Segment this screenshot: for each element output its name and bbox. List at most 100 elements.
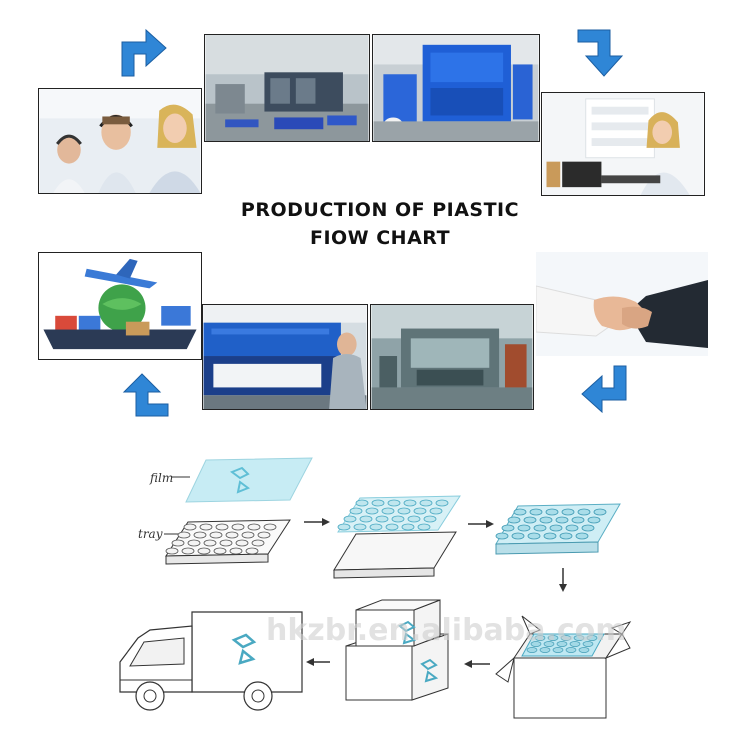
photo-global-shipping bbox=[38, 252, 202, 360]
tray-cavity bbox=[344, 516, 356, 522]
tray-cavity bbox=[578, 509, 590, 515]
workshop-photo bbox=[371, 305, 533, 409]
arrow-left-icon bbox=[306, 658, 330, 666]
tray-cavity bbox=[264, 524, 276, 530]
photo-forming-workshop bbox=[370, 304, 534, 410]
tray-cavity bbox=[354, 524, 366, 530]
press-photo bbox=[203, 305, 367, 409]
tray-cavity bbox=[366, 508, 378, 514]
tray-cavity bbox=[210, 532, 222, 538]
tray-cavity bbox=[226, 532, 238, 538]
tray-cavity bbox=[382, 508, 394, 514]
tray-cavity bbox=[514, 509, 526, 515]
tray-cavity bbox=[370, 524, 382, 530]
packaging-process-diagram: film tray bbox=[0, 430, 732, 742]
film-over-tray bbox=[334, 496, 460, 578]
tray-cavity bbox=[200, 524, 212, 530]
tray-cavity bbox=[338, 524, 350, 530]
watermark-text: hkzbr.en.alibaba.com bbox=[266, 613, 627, 648]
machine-photo bbox=[373, 35, 539, 141]
tray-cavity bbox=[528, 533, 540, 539]
tray-cavity bbox=[182, 548, 194, 554]
arrow-right-down-icon bbox=[576, 26, 628, 80]
tray-cavity bbox=[356, 500, 368, 506]
tray-cavity bbox=[204, 540, 216, 546]
tray-cavity bbox=[372, 500, 384, 506]
tray-cavity bbox=[560, 533, 572, 539]
photo-customer-service-team bbox=[38, 88, 202, 194]
tray-cavity bbox=[350, 508, 362, 514]
tray-cavity bbox=[220, 540, 232, 546]
tray-cavity bbox=[524, 517, 536, 523]
tray-cavity bbox=[386, 524, 398, 530]
tray-cavity bbox=[540, 517, 552, 523]
tray-cavity bbox=[544, 533, 556, 539]
tray-cavity bbox=[242, 532, 254, 538]
tray-cavity bbox=[184, 524, 196, 530]
film-sheet bbox=[186, 458, 312, 502]
tray-cavity bbox=[258, 532, 270, 538]
arrow-up-right-icon bbox=[114, 24, 170, 78]
arrow-left-up-icon bbox=[118, 372, 170, 420]
tray bbox=[166, 520, 290, 564]
tray-cavity bbox=[502, 525, 514, 531]
tray-cavity bbox=[518, 525, 530, 531]
tray-cavity bbox=[566, 525, 578, 531]
photo-factory-floor bbox=[204, 34, 370, 142]
photo-handshake bbox=[536, 252, 708, 356]
shipping-photo bbox=[39, 253, 201, 359]
tray-cavity bbox=[252, 540, 264, 546]
tray-cavity bbox=[550, 525, 562, 531]
tray-cavity bbox=[216, 524, 228, 530]
sealed-tray bbox=[496, 504, 620, 554]
tray-cavity bbox=[556, 517, 568, 523]
photo-thermoforming-machine bbox=[372, 34, 540, 142]
tray-cavity bbox=[414, 508, 426, 514]
tray-label: tray bbox=[138, 527, 163, 541]
tray-cavity bbox=[214, 548, 226, 554]
tray-cavity bbox=[360, 516, 372, 522]
chart-title: PRODUCTION OF PIASTIC FIOW CHART bbox=[200, 196, 560, 252]
tray-cavity bbox=[508, 517, 520, 523]
tray-cavity bbox=[232, 524, 244, 530]
tray-cavity bbox=[402, 524, 414, 530]
arrow-right-icon bbox=[304, 518, 330, 526]
tray-cavity bbox=[376, 516, 388, 522]
tray-cavity bbox=[246, 548, 258, 554]
chart-title-line2: FIOW CHART bbox=[200, 224, 560, 252]
tray-cavity bbox=[553, 648, 563, 653]
tray-cavity bbox=[388, 500, 400, 506]
tray-cavity bbox=[198, 548, 210, 554]
tray-cavity bbox=[420, 500, 432, 506]
tray-cavity bbox=[230, 548, 242, 554]
tray-cavity bbox=[178, 532, 190, 538]
tray-cavity bbox=[236, 540, 248, 546]
tray-cavity bbox=[404, 500, 416, 506]
arrow-down-left-icon bbox=[578, 364, 634, 416]
photo-office-operator bbox=[541, 92, 705, 196]
headset-operator-photo bbox=[542, 93, 704, 195]
chart-title-line1: PRODUCTION OF PIASTIC bbox=[200, 196, 560, 224]
tray-cavity bbox=[496, 533, 508, 539]
tray-cavity bbox=[562, 509, 574, 515]
tray-cavity bbox=[398, 508, 410, 514]
tray-cavity bbox=[512, 533, 524, 539]
factory-photo bbox=[205, 35, 369, 141]
tray-cavity bbox=[418, 524, 430, 530]
headset-team-photo bbox=[39, 89, 201, 193]
tray-cavity bbox=[194, 532, 206, 538]
photo-cutting-press bbox=[202, 304, 368, 410]
tray-cavity bbox=[392, 516, 404, 522]
tray-cavity bbox=[566, 648, 576, 653]
tray-cavity bbox=[530, 509, 542, 515]
film-label: film bbox=[149, 471, 173, 485]
tray-cavity bbox=[594, 509, 606, 515]
arrow-left-icon bbox=[464, 660, 490, 668]
tray-cavity bbox=[172, 540, 184, 546]
tray-cavity bbox=[248, 524, 260, 530]
arrow-right-icon bbox=[468, 520, 494, 528]
tray-cavity bbox=[572, 517, 584, 523]
tray-cavity bbox=[588, 517, 600, 523]
tray-cavity bbox=[540, 648, 550, 653]
tray-cavity bbox=[576, 533, 588, 539]
